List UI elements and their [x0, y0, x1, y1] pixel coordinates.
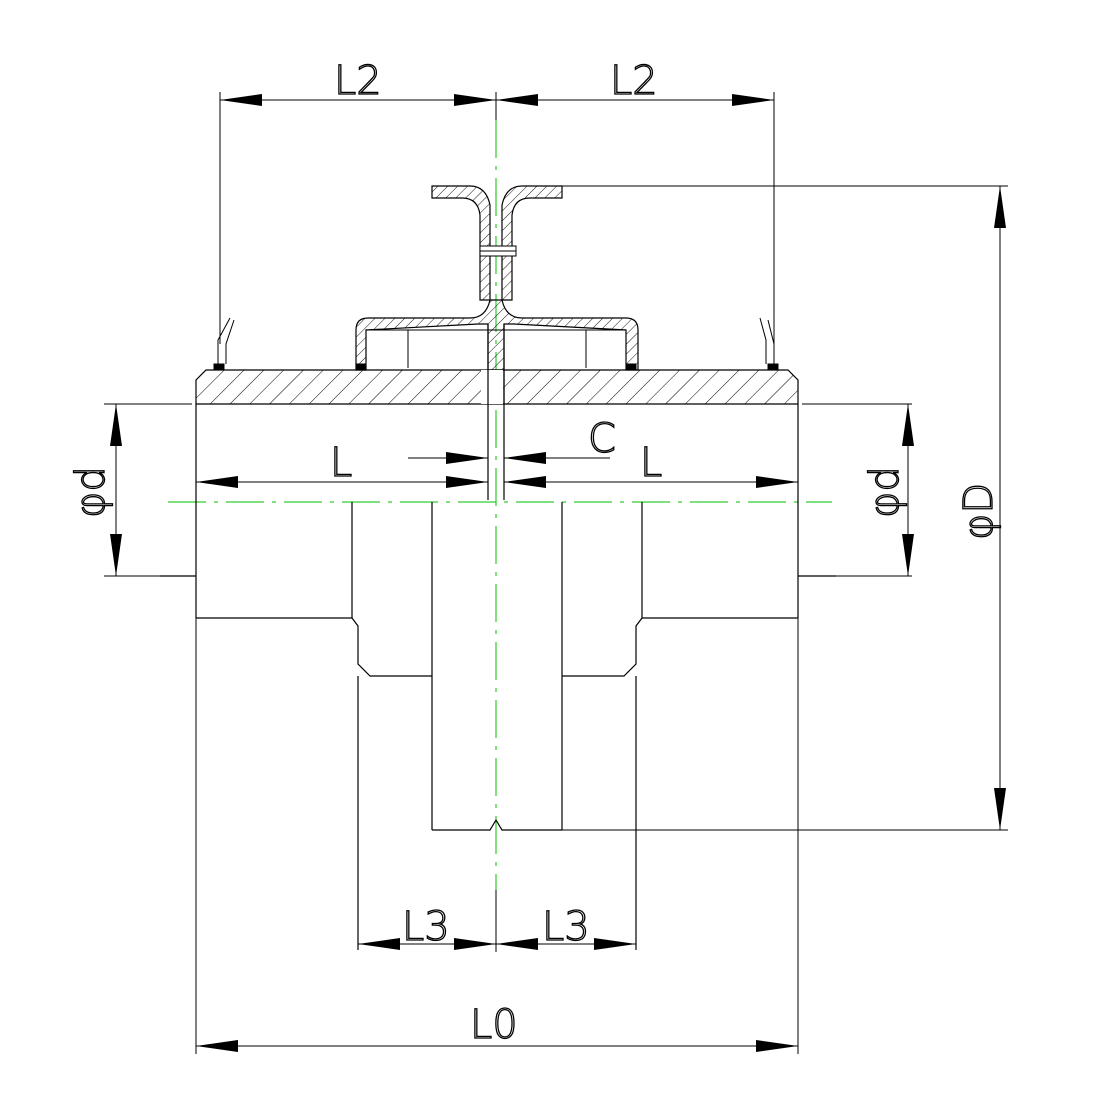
dim-l3-left: L3: [402, 904, 450, 950]
brake-wheel-profile: [355, 185, 639, 371]
hub-body: [160, 404, 836, 950]
dim-l3-right: L3: [542, 904, 590, 950]
dim-l-right: L: [640, 440, 662, 486]
dim-phi-big-d: φD: [956, 483, 1002, 540]
dimensions: [110, 94, 1006, 1052]
brake-wheel-section: [355, 185, 639, 500]
dim-phi-d-right: φd: [862, 466, 908, 518]
extension-lines: [104, 92, 1008, 1054]
dim-l2-right: L2: [610, 58, 658, 104]
dim-l2-left: L2: [334, 58, 382, 104]
centerlines: [168, 120, 832, 890]
dim-c: C: [588, 416, 616, 462]
dimension-labels: L2 L2 C L L φd φd φD L3 L3 L0: [67, 57, 1002, 1048]
dim-phi-d-left: φd: [68, 466, 114, 518]
dim-l-left: L: [330, 440, 352, 486]
dim-l0: L0: [470, 1002, 518, 1048]
